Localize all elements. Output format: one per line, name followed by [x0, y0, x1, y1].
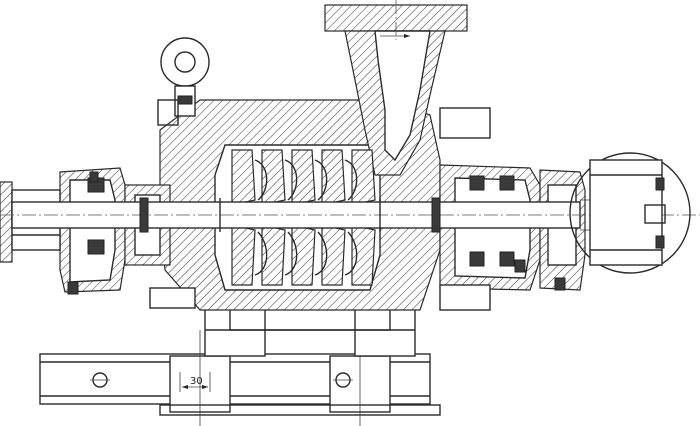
- detail-callout-circle: [569, 152, 691, 274]
- dimension-annotation: 30: [179, 372, 211, 392]
- left-bearing-housing: [59, 167, 171, 293]
- pump-shaft: [0, 197, 700, 233]
- discharge-nozzle: [324, 0, 468, 176]
- base-frame: [39, 330, 441, 426]
- side-lugs: [149, 107, 491, 311]
- lifting-eye: [157, 37, 210, 126]
- impeller-stack: [231, 149, 376, 286]
- dimension-label: 30: [190, 376, 203, 387]
- foundation-bolts: [67, 171, 566, 295]
